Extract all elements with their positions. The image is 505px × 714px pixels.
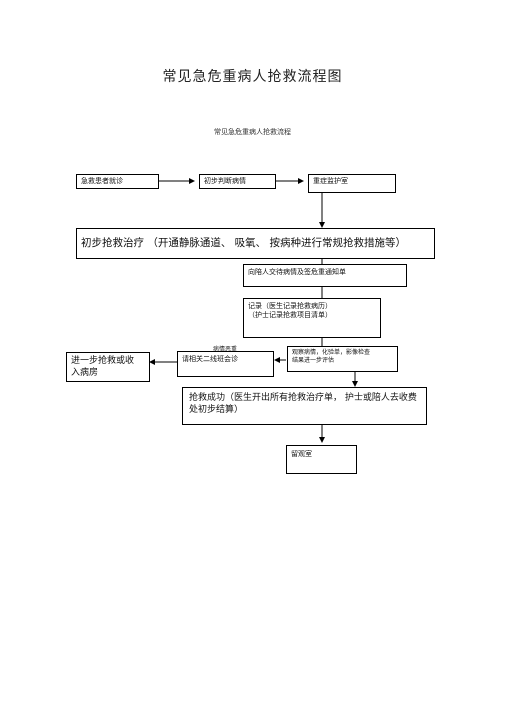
ineffective-label: 病情恶重 <box>213 346 238 353</box>
record-box: 记录（医生记录抢救病历） （护士记录抢救项目清单） <box>243 298 381 338</box>
request-consult-box: 请相关二线班会诊 <box>177 351 274 377</box>
inform-family-box: 向陪人交待病情及签危重通知单 <box>243 264 407 287</box>
flowchart-subtitle: 常见急危重病人抢救流程 <box>214 128 291 136</box>
observe-box: 观察病情，化验单，影像检查结果进一步评估 <box>287 346 398 372</box>
success-box: 抢救成功（医生开出所有抢救治疗单， 护士或陪人去收费处初步结算） <box>182 387 427 425</box>
patient-visit-box: 急救患者就诊 <box>76 174 159 189</box>
critical-room-box: 重症监护室 <box>308 174 396 193</box>
observation-room-box: 留观室 <box>286 445 357 474</box>
initial-treatment-box: 初步抢救治疗 （开通静脉通道、 吸氧、 按病种进行常规抢救措施等） <box>76 228 435 259</box>
initial-judge-box: 初步判断病情 <box>199 174 276 189</box>
page-title: 常见急危重病人抢救流程图 <box>162 69 343 85</box>
admit-box: 进一步抢救或收入病房 <box>66 352 150 382</box>
